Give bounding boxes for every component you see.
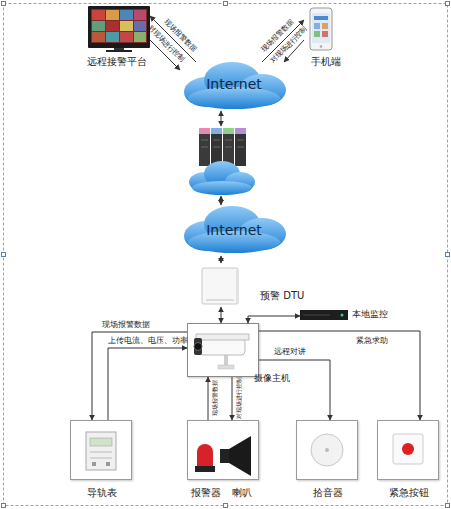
router-icon (202, 268, 239, 304)
cloud-node: Internet (180, 62, 288, 110)
dtu-node: 预警 DTU (198, 263, 242, 307)
monitor-icon (88, 6, 150, 52)
node-label: 本地监控 (352, 309, 388, 319)
alarm-horn-icon (195, 436, 251, 476)
node-label: 手机端 (304, 56, 348, 68)
node-label: 喇叭 (224, 487, 260, 499)
node-label: 导轨表 (71, 487, 133, 499)
recorder-icon (300, 310, 348, 320)
device-box: 报警器喇叭 (187, 420, 259, 480)
node-label: 报警器 (188, 487, 224, 499)
connector-arrow (108, 348, 187, 420)
node-label: 预警 DTU (260, 290, 304, 302)
platform-node: 远程接警平台 (84, 4, 150, 68)
edge-label: 上传电流、电压、功率 (108, 337, 188, 345)
phone-icon (310, 8, 332, 50)
edge-label: 对现场进行控制 (269, 25, 309, 65)
node-label: 紧急按钮 (378, 487, 440, 499)
edge-label: 紧急求助 (356, 337, 388, 345)
node-label: 远程接警平台 (84, 56, 150, 68)
camera-node: 摄像主机 (187, 323, 259, 377)
server-rack (189, 111, 255, 205)
node-label: Internet (180, 222, 288, 238)
microphone-icon (311, 434, 343, 466)
connector-arrow (221, 307, 222, 323)
connector-arrow (259, 360, 330, 420)
connector-arrow (92, 332, 187, 420)
camera-icon (194, 334, 249, 369)
connector-arrow (208, 377, 209, 420)
node-label: 拾音器 (297, 487, 359, 499)
node-label: Internet (180, 76, 288, 92)
phone-node: 手机端 (304, 4, 348, 68)
device-box: 紧急按钮 (377, 420, 439, 480)
edge-label: 现场报警数据 (102, 321, 150, 329)
node-label: 摄像主机 (254, 373, 290, 383)
cloud-node: Internet (180, 206, 288, 256)
meter-icon (86, 432, 116, 470)
edge-label: 远程对讲 (274, 348, 306, 356)
connector-arrow (232, 377, 233, 420)
recorder-node: 本地监控 (300, 308, 348, 322)
edge-label: 现场报警数据 (212, 380, 218, 416)
edge-label: 对现场进行控制 (236, 377, 242, 419)
connector-arrow (221, 256, 222, 263)
device-box: 导轨表 (70, 420, 132, 480)
device-box: 拾音器 (296, 420, 358, 480)
button-icon (393, 434, 423, 464)
connector-arrow (248, 316, 300, 323)
